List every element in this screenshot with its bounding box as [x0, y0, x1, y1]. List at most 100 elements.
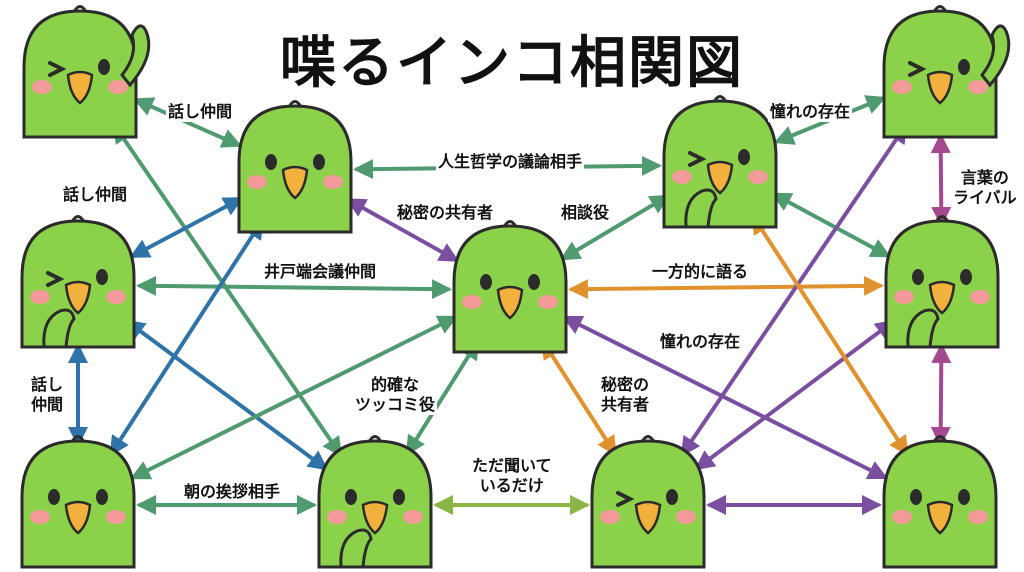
eye: [98, 59, 110, 75]
waving-wing: [980, 24, 1011, 88]
cheek: [748, 170, 768, 184]
cheek: [970, 290, 990, 304]
relation-arrow-bl-c: [129, 315, 459, 480]
parakeet-trc: [662, 95, 778, 229]
cheek: [108, 80, 128, 94]
cheek: [106, 510, 126, 524]
relation-label: 朝の挨拶相手: [182, 482, 283, 502]
eye: [345, 489, 357, 505]
parakeet-mr: [884, 215, 1000, 349]
cheek: [323, 175, 343, 189]
eye: [910, 489, 922, 505]
waving-wing: [120, 24, 151, 88]
beak: [706, 160, 734, 195]
beak: [634, 500, 662, 535]
relation-label: 憧れの存在: [658, 332, 743, 352]
relation-arrow-tc-c: [345, 198, 460, 262]
diagram-title: 喋るインコ相関図: [280, 31, 744, 96]
relation-arrow-c-trc: [559, 194, 671, 261]
relation-label: 話し 仲間: [29, 375, 66, 415]
cheek: [538, 295, 558, 309]
relation-label: 人生哲学の議論相手: [436, 152, 585, 172]
relation-label: 話し仲間: [61, 185, 130, 205]
cheek: [600, 510, 620, 524]
parakeet-tr: [882, 5, 1011, 139]
relation-label: 言葉の ライバル: [951, 168, 1019, 208]
eye: [265, 154, 277, 170]
beak: [64, 500, 92, 535]
cheek: [327, 510, 347, 524]
parakeet-nodes: [20, 5, 1011, 569]
beak: [928, 280, 956, 315]
relation-label: 相談役: [559, 203, 612, 223]
eye: [96, 489, 108, 505]
parakeet-tc: [237, 100, 353, 234]
eye: [528, 274, 540, 290]
cheek: [462, 295, 482, 309]
winking-eye: [908, 61, 927, 77]
cheek: [676, 510, 696, 524]
eye: [958, 489, 970, 505]
cheek: [968, 80, 988, 94]
parakeet-ml: [20, 215, 136, 349]
relation-arrow-mr-br: [930, 342, 952, 448]
cheek: [672, 170, 692, 184]
parakeet-bc: [317, 435, 433, 569]
cheek: [30, 510, 50, 524]
eye: [738, 149, 750, 165]
hand-wing: [684, 188, 718, 229]
beak: [281, 165, 309, 200]
parakeet-tl: [22, 5, 151, 139]
cheek: [32, 80, 52, 94]
eye: [480, 274, 492, 290]
beak: [66, 70, 94, 105]
winking-eye: [688, 151, 707, 167]
cheek: [403, 510, 423, 524]
beak: [64, 280, 92, 315]
parakeet-c: [452, 220, 568, 354]
cheek: [894, 290, 914, 304]
parakeet-brc: [590, 435, 706, 569]
beak: [361, 500, 389, 535]
winking-eye: [48, 61, 67, 77]
cheek: [892, 510, 912, 524]
beak: [496, 285, 524, 320]
cheek: [106, 290, 126, 304]
eye: [912, 269, 924, 285]
eye: [313, 154, 325, 170]
relation-label: 秘密の 共有者: [599, 375, 652, 415]
relation-arrow-c-bc: [405, 339, 480, 456]
relation-arrow-ml-tc: [129, 197, 244, 258]
cheek: [247, 175, 267, 189]
eye: [48, 489, 60, 505]
relation-label: ただ聞いて いるだけ: [470, 456, 554, 496]
relation-label: 話し仲間: [166, 102, 235, 122]
relation-label: 的確な ツッコミ役: [353, 375, 438, 415]
eye: [666, 489, 678, 505]
hand-wing: [42, 308, 76, 349]
parakeet-bl: [20, 435, 136, 569]
cheek: [968, 510, 988, 524]
beak: [926, 70, 954, 105]
eye: [960, 269, 972, 285]
relation-arrow-c-mr: [567, 275, 885, 300]
relation-arrow-ml-c: [135, 275, 453, 300]
relation-arrow-trc-mr: [771, 192, 891, 258]
relation-label: 一方的に語る: [650, 262, 751, 282]
cheek: [892, 80, 912, 94]
eye: [958, 59, 970, 75]
hand-wing: [906, 308, 940, 349]
eye: [393, 489, 405, 505]
relation-arrow-br-trc: [751, 213, 909, 457]
relation-label: 憧れの存在: [768, 102, 853, 122]
winking-eye: [616, 491, 635, 507]
relation-arrow-tr-mr: [930, 132, 952, 228]
parakeet-br: [882, 435, 998, 569]
eye: [96, 269, 108, 285]
beak: [926, 500, 954, 535]
hand-wing: [339, 528, 373, 569]
cheek: [30, 290, 50, 304]
winking-eye: [46, 271, 65, 287]
